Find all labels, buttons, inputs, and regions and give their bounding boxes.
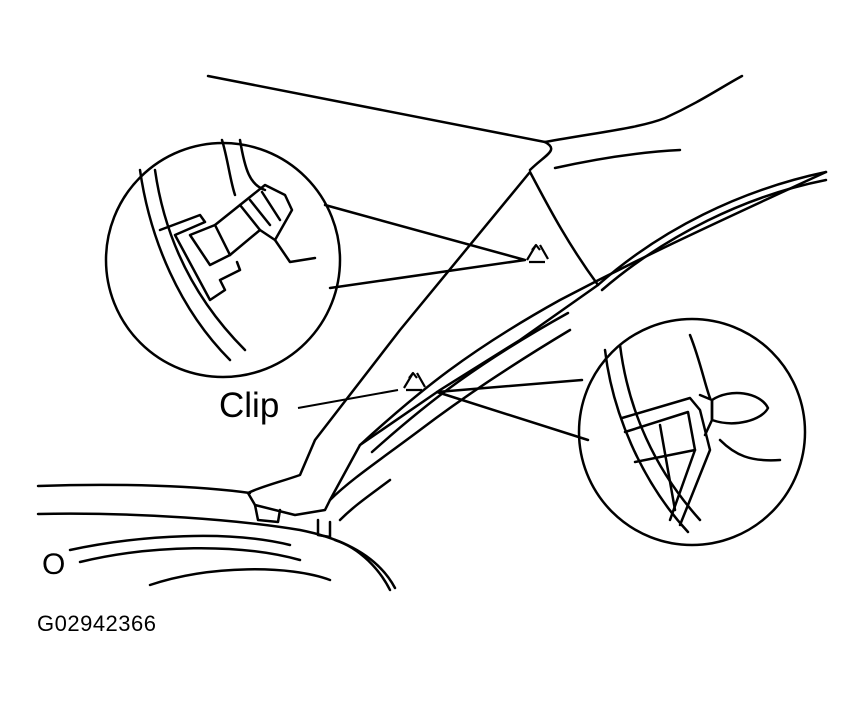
lower-detail-body-panel: [690, 335, 780, 460]
clip-label: Clip: [219, 386, 280, 425]
callout-circle-lower: [579, 319, 805, 545]
dash-line-2: [38, 514, 395, 588]
figure-id-label: G02942366: [37, 611, 157, 636]
dash-line-1: [38, 485, 250, 493]
body-edge-1: [360, 172, 826, 445]
dash-line-4: [80, 548, 300, 562]
lower-detail-frame-cross: [635, 425, 695, 510]
windshield-edge-inner: [602, 180, 826, 290]
callout-pointer-upper: [325, 205, 525, 288]
upper-detail-clip-body: [190, 225, 230, 265]
lower-detail-trim: [605, 345, 700, 532]
upper-detail-body-tail: [275, 240, 315, 262]
triangle-recycle-icon: [404, 373, 425, 390]
body-edge-3: [330, 330, 570, 500]
body-edge-4: [340, 480, 390, 520]
lower-detail-frame: [622, 398, 710, 525]
pillar-trim: [248, 172, 598, 515]
upper-detail-body-panel: [222, 140, 265, 195]
lower-clip-tab: [255, 505, 280, 522]
upper-detail-clip-head-line: [250, 192, 280, 225]
windshield-edge-outer: [598, 172, 826, 285]
triangle-recycle-icon: [527, 245, 548, 262]
dash-line-5: [150, 569, 330, 585]
upper-detail-clip-head: [240, 185, 292, 240]
corner-mark-label: O: [42, 548, 66, 581]
lower-detail-clip-neck: [700, 395, 712, 435]
upper-detail-channel: [160, 215, 240, 300]
lower-detail-clip-head: [712, 393, 768, 423]
clip-leader-line: [298, 390, 398, 408]
upper-detail-trim: [140, 170, 245, 360]
body-edge-2: [372, 313, 568, 452]
upper-detail-clip-shaft: [215, 205, 260, 255]
roof-line: [208, 76, 545, 142]
headliner-bump: [530, 142, 680, 170]
lower-detail-frame-inner: [625, 412, 695, 520]
dash-line-6: [335, 540, 390, 590]
callout-pointer-lower: [437, 380, 588, 440]
roof-curve: [545, 76, 742, 142]
dash-line-3: [70, 536, 290, 550]
